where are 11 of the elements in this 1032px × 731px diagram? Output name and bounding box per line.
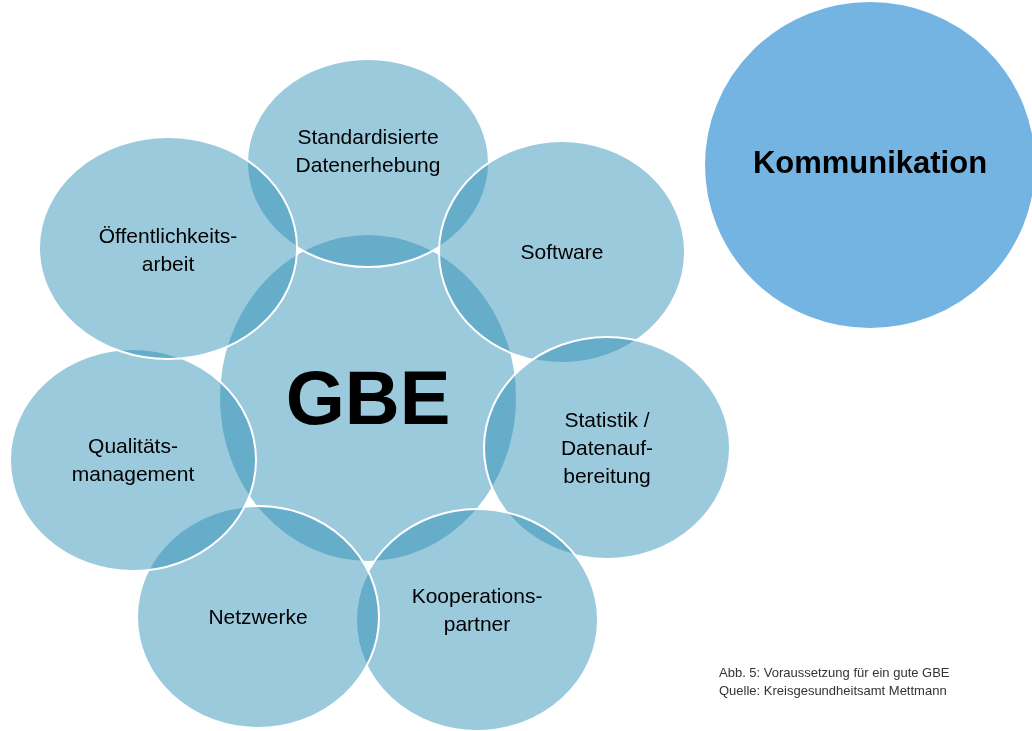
center-title: GBE — [285, 360, 451, 436]
topic-label: Qualitäts- management — [70, 433, 196, 487]
topic-label: Standardisierte Datenerhebung — [294, 124, 442, 178]
source-note: Quelle: Kreisgesundheitsamt Mettmann — [719, 682, 948, 700]
topic-label: Statistik / Datenauf- bereitung — [559, 407, 655, 489]
topic-label: Software — [520, 239, 604, 265]
figure-caption: Abb. 5: Voraussetzung für ein gute GBE — [719, 664, 950, 682]
topic-label: Kommunikation — [752, 143, 988, 182]
topic-label: Netzwerke — [208, 604, 308, 630]
topic-label: Kooperations- partner — [410, 583, 544, 637]
topic-label: Öffentlichkeits- arbeit — [97, 223, 239, 277]
